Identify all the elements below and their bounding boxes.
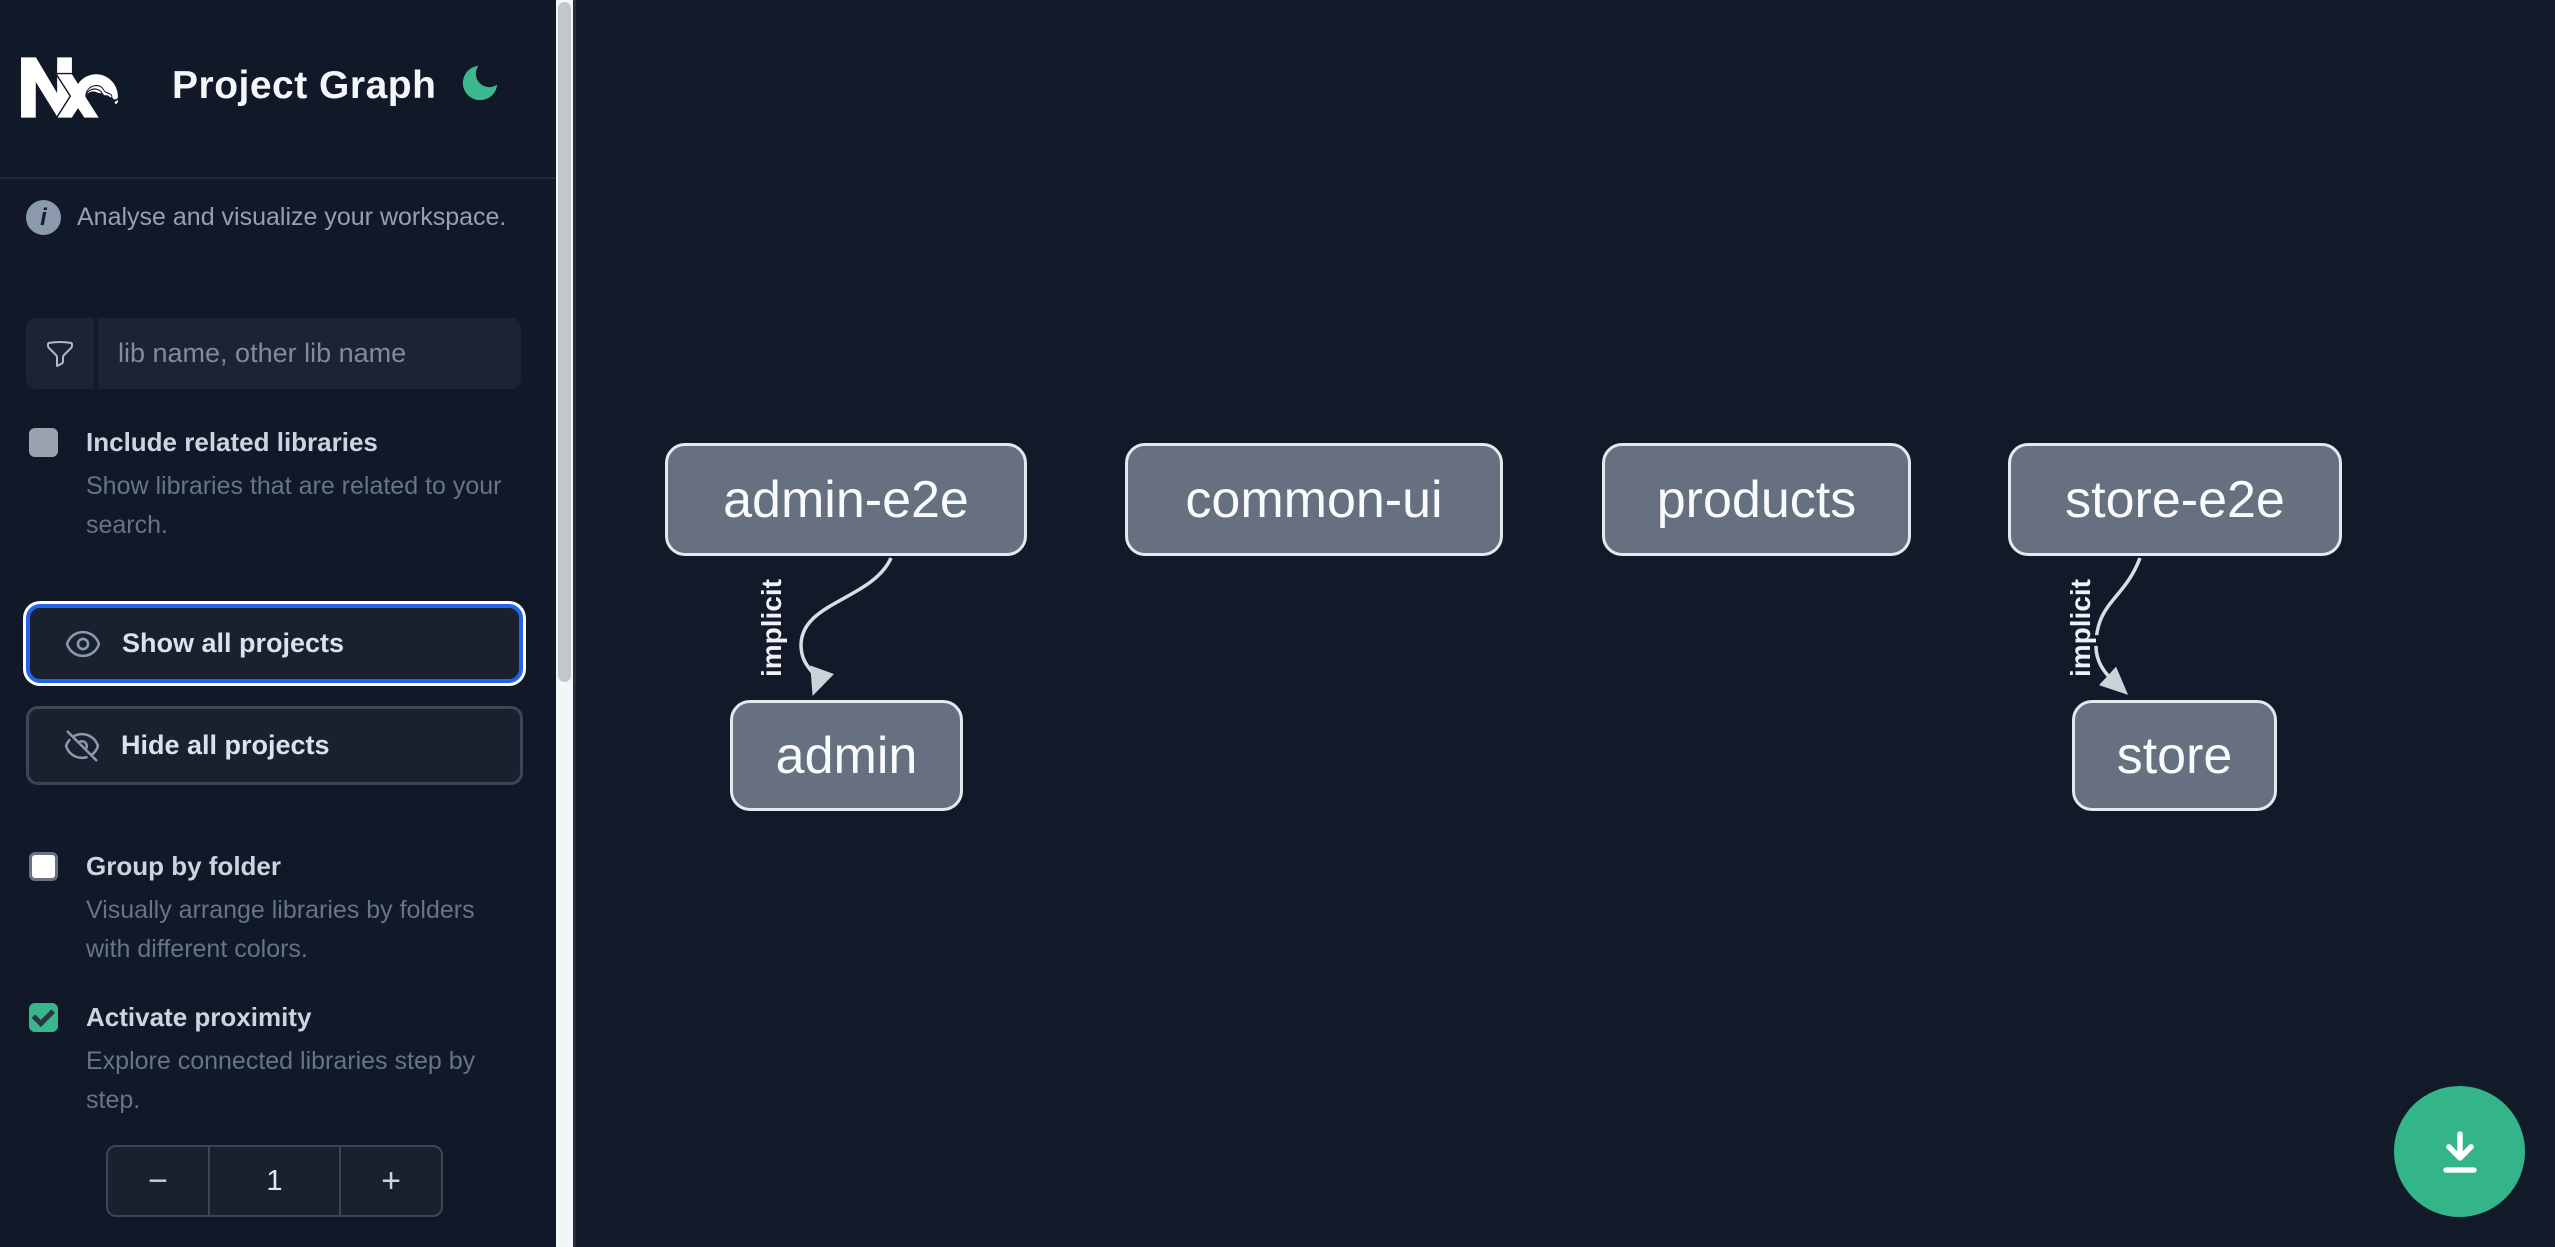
checkmark-icon (31, 1003, 55, 1028)
include-related-description: Show libraries that are related to your … (86, 472, 502, 539)
graph-node-common-ui[interactable]: common-ui (1125, 443, 1503, 556)
search-icon-cell (26, 318, 98, 389)
sidebar-scrollbar-thumb[interactable] (558, 2, 571, 682)
proximity-value: 1 (208, 1147, 341, 1215)
download-graph-button[interactable] (2394, 1086, 2525, 1217)
show-all-projects-label: Show all projects (122, 628, 345, 658)
graph-node-store[interactable]: store (2072, 700, 2277, 811)
include-related-checkbox[interactable] (29, 428, 58, 457)
proximity-decrement-button[interactable]: − (108, 1147, 208, 1215)
eye-slash-icon (64, 729, 100, 762)
include-related-row: Include related libraries Show libraries… (29, 427, 509, 545)
group-by-folder-checkbox[interactable] (29, 852, 58, 881)
moon-icon (462, 65, 498, 101)
hide-all-projects-button[interactable]: Hide all projects (26, 706, 523, 785)
eye-icon (65, 630, 101, 657)
nx-logo-icon (21, 57, 118, 118)
funnel-icon (47, 340, 73, 367)
activate-proximity-row: Activate proximity Explore connected lib… (29, 1002, 509, 1120)
graph-canvas[interactable] (573, 0, 2555, 1247)
graph-node-store-e2e[interactable]: store-e2e (2008, 443, 2342, 556)
activate-proximity-description: Explore connected libraries step by step… (86, 1047, 476, 1114)
sidebar: Project Graph i Analyse and visualize yo… (0, 0, 556, 1247)
hide-all-projects-label: Hide all projects (121, 730, 330, 760)
search-box (26, 318, 521, 389)
edge-store-e2e-store[interactable] (2094, 557, 2142, 695)
sidebar-scrollbar-track[interactable] (556, 0, 573, 1247)
activate-proximity-label: Activate proximity (86, 1002, 312, 1032)
proximity-increment-button[interactable]: + (341, 1147, 441, 1215)
graph-node-admin[interactable]: admin (730, 700, 963, 811)
include-related-label: Include related libraries (86, 427, 378, 457)
sidebar-header: Project Graph (0, 0, 556, 179)
download-icon (2442, 1130, 2477, 1173)
theme-toggle-button[interactable] (456, 60, 504, 108)
group-by-folder-description: Visually arrange libraries by folders wi… (86, 896, 475, 963)
group-by-folder-row: Group by folder Visually arrange librari… (29, 851, 509, 969)
activate-proximity-checkbox[interactable] (29, 1003, 58, 1032)
proximity-stepper: − 1 + (106, 1145, 443, 1217)
show-all-projects-button[interactable]: Show all projects (26, 604, 523, 683)
group-by-folder-label: Group by folder (86, 851, 281, 881)
graph-node-products[interactable]: products (1602, 443, 1911, 556)
workspace-tagline: Analyse and visualize your workspace. (77, 203, 507, 231)
search-input[interactable] (98, 318, 521, 389)
page-title: Project Graph (172, 64, 437, 107)
graph-node-admin-e2e[interactable]: admin-e2e (665, 443, 1027, 556)
workspace-info-row: i Analyse and visualize your workspace. (26, 200, 506, 235)
info-icon: i (26, 200, 61, 235)
edge-admin-e2e-admin[interactable] (799, 557, 893, 696)
